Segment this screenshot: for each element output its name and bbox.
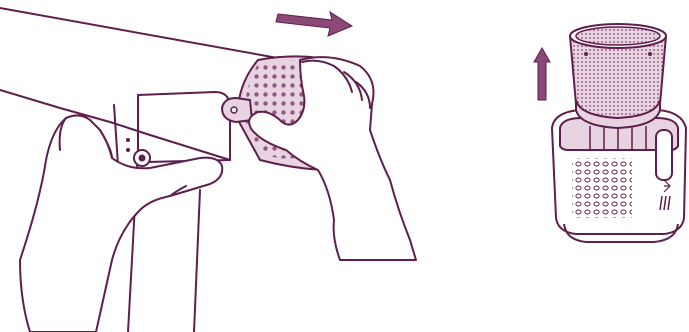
detach-filter-illustration [0, 0, 430, 332]
mesh-filter-icon [570, 24, 666, 128]
arrow-right-icon [276, 12, 352, 36]
lift-filter-illustration [520, 0, 689, 332]
step-detach-filter-cartridge [0, 0, 430, 332]
step-lift-mesh-filter [520, 0, 689, 332]
filter-housing-icon [552, 110, 686, 242]
arrow-up-icon [534, 48, 550, 100]
